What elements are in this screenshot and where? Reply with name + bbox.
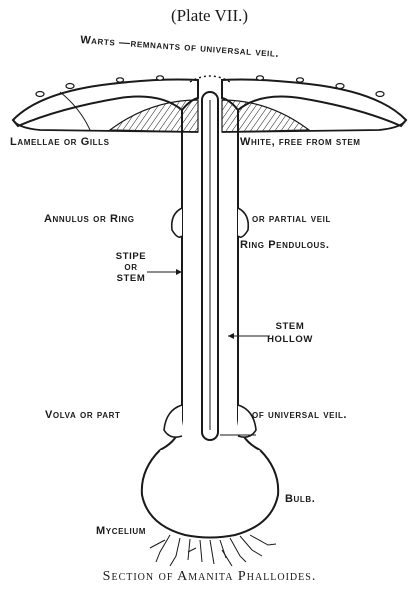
mycelium-threads <box>150 535 276 566</box>
label-bulb: Bulb. <box>285 494 315 505</box>
label-stem-hollow: STEM HOLLOW <box>262 322 318 344</box>
volva-left <box>164 405 182 437</box>
label-lamellae: Lamellae or Gills <box>10 137 110 148</box>
label-stipe: STIPE OR STEM <box>110 252 152 283</box>
label-stipe-line-3: STEM <box>110 274 152 284</box>
label-stem-hollow-line-1: STEM <box>262 322 318 332</box>
label-stipe-line-2: OR <box>110 264 152 272</box>
stem-left-outline <box>160 110 182 450</box>
label-ring-pendulous: Ring Pendulous. <box>240 240 330 251</box>
plate-caption: Section of Amanita Phalloides. <box>0 569 419 585</box>
gills-right <box>222 100 309 132</box>
stem-right-outline <box>238 110 260 450</box>
label-partial-veil: or partial veil <box>252 214 331 225</box>
label-annulus: Annulus or Ring <box>44 214 135 225</box>
label-volva: Volva or part <box>45 410 120 421</box>
label-white-free: White, free from stem <box>240 137 361 148</box>
label-mycelium: Mycelium <box>96 526 146 537</box>
gills-left <box>110 100 198 132</box>
label-stem-hollow-line-2: HOLLOW <box>262 335 318 345</box>
label-universal-veil: of universal veil. <box>252 410 347 421</box>
annulus-right <box>238 208 248 237</box>
label-stipe-line-1: STIPE <box>110 252 152 262</box>
bulb <box>142 450 278 538</box>
annulus-left <box>172 208 182 237</box>
